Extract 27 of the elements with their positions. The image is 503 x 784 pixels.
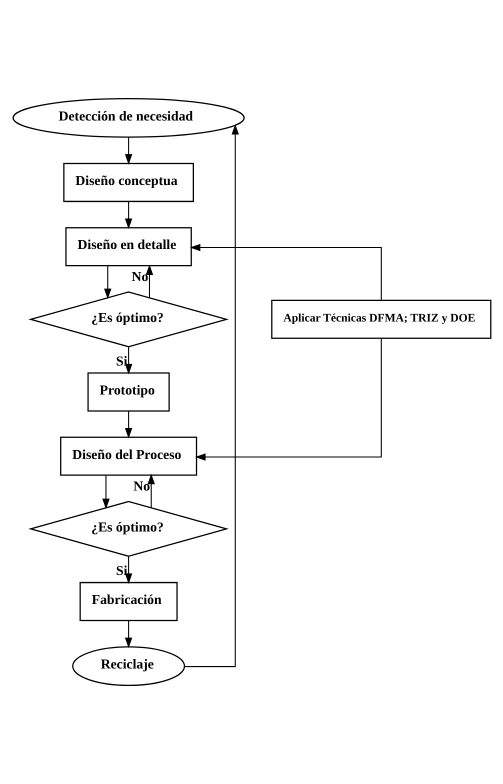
edge-label: Si (115, 354, 127, 369)
node-box: Diseño en detalle (64, 227, 192, 266)
node-box: Diseño conceptua (62, 162, 194, 202)
edge-label: No (131, 269, 148, 284)
arrow (184, 124, 238, 668)
arrow (147, 474, 154, 508)
node-box: Aplicar Técnicas DFMA; TRIZ y DOE (270, 300, 491, 339)
node-ellipse: Reciclaje (72, 646, 185, 686)
node-diamond: ¿Es óptimo? (28, 500, 228, 557)
arrow (124, 202, 132, 230)
arrow (189, 244, 382, 300)
edge-label: No (132, 478, 150, 494)
edge-label: Si (115, 563, 127, 578)
node-box: Fabricación (79, 582, 178, 622)
arrow (104, 266, 111, 300)
arrow (102, 475, 110, 510)
arrow (145, 264, 153, 298)
arrow (124, 137, 132, 165)
node-ellipse: Detección de necesidad (12, 98, 244, 138)
node-diamond: ¿Es óptimo? (28, 291, 228, 348)
node-box: Diseño del Proceso (60, 436, 197, 476)
node-box: Prototipo (86, 372, 170, 412)
arrow (124, 411, 132, 439)
arrow (124, 346, 132, 374)
arrow (124, 556, 132, 584)
arrow (194, 338, 382, 461)
arrow (124, 620, 132, 648)
